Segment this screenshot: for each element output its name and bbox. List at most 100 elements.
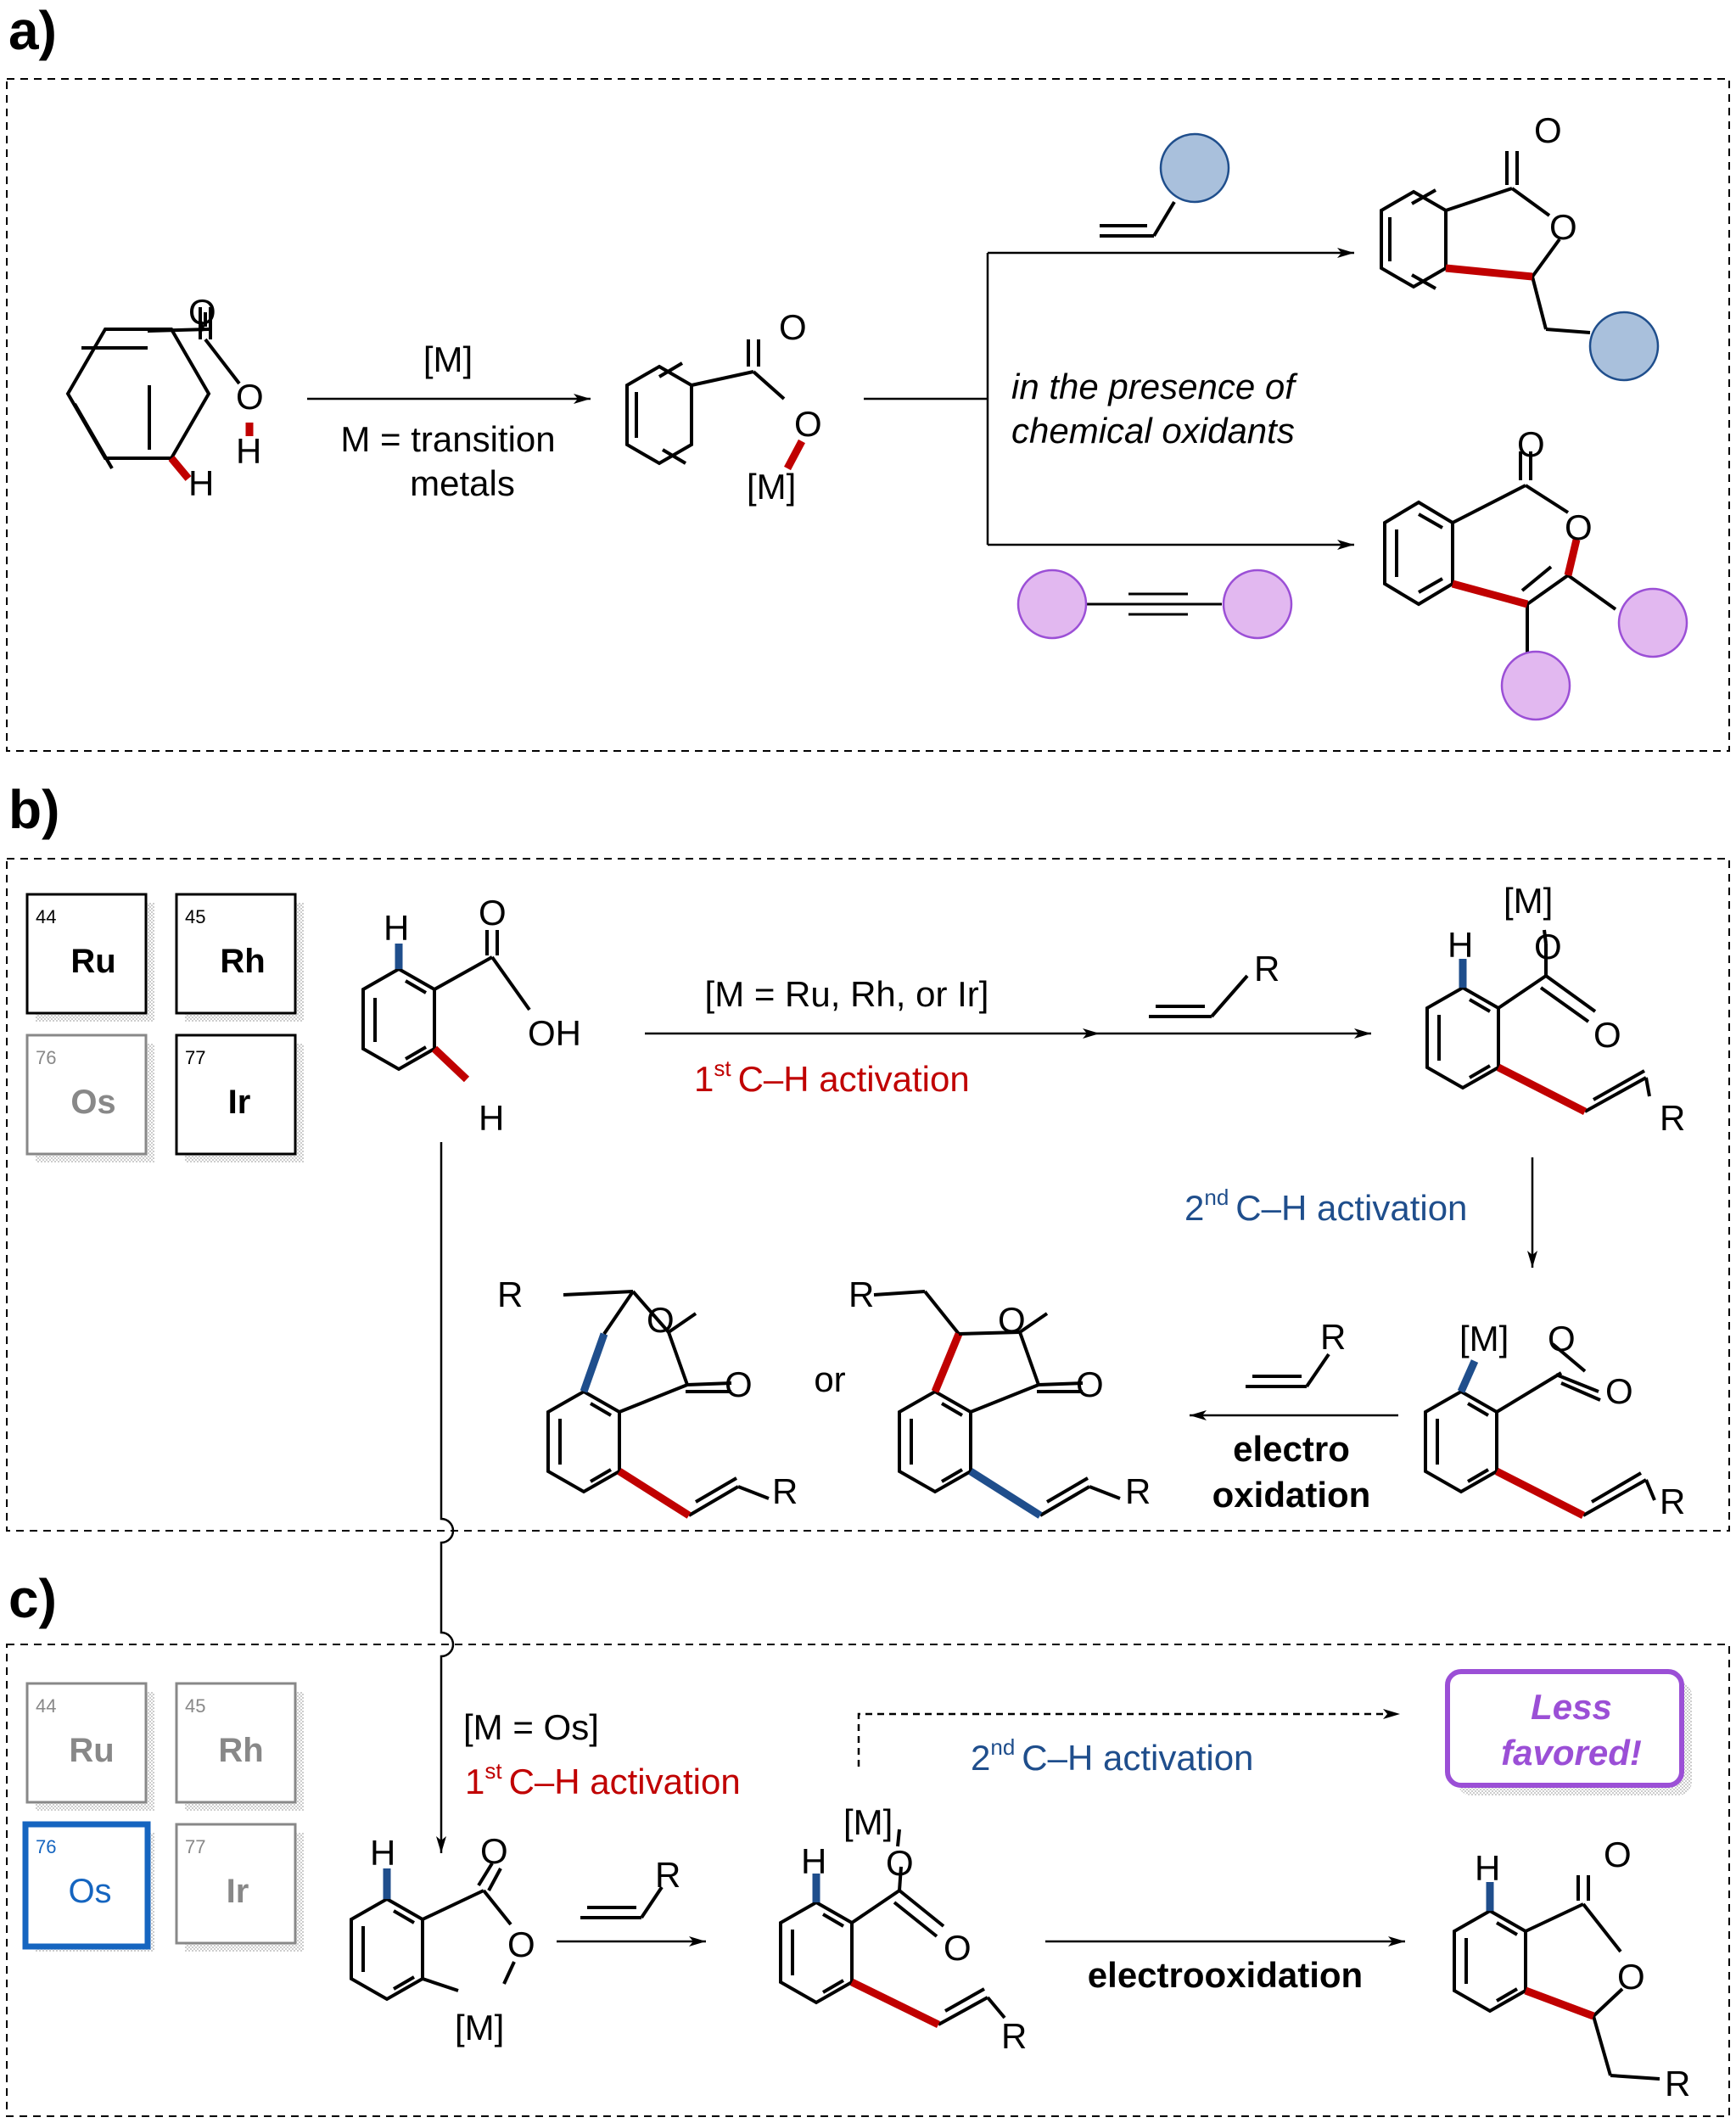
electro-b-line2: oxidation [1212, 1475, 1371, 1515]
intermediate-c2 [779, 1829, 1006, 2026]
alkene-b2-r: R [1320, 1317, 1346, 1357]
or-text: or [814, 1359, 845, 1399]
svg-text:Os: Os [68, 1873, 111, 1910]
isocoumarin-substituent-bottom [1500, 650, 1571, 721]
svg-text:Less: Less [1531, 1687, 1612, 1727]
svg-text:favored!: favored! [1501, 1733, 1642, 1773]
substituent-circle-lilac-left [1016, 569, 1088, 640]
product-b-b [873, 1290, 1121, 1517]
sm-b-oh: OH [528, 1013, 581, 1053]
isocoumarin-o-carbonyl: O [1517, 424, 1545, 464]
prod-b-a-r2: R [772, 1471, 798, 1511]
svg-text:76: 76 [36, 1047, 56, 1068]
less-favored-badge: Less favored! [1445, 1669, 1692, 1795]
prod-b-a-o2: O [725, 1364, 753, 1404]
int-a-o-ring: O [794, 404, 822, 444]
product-b-a [546, 1290, 770, 1517]
int-b1-h: H [1448, 925, 1473, 965]
svg-text:Ir: Ir [228, 1084, 251, 1121]
int-c2-o1: O [886, 1843, 914, 1883]
svg-text:45: 45 [185, 1695, 205, 1717]
condition-line1: M = transition [340, 419, 555, 459]
intermediate-b1 [1425, 929, 1651, 1113]
int-b2-o1: O [1548, 1319, 1576, 1358]
prod-b-b-o1: O [998, 1300, 1026, 1340]
electro-c: electrooxidation [1088, 1955, 1363, 1995]
connector-b-to-c [436, 1142, 455, 1853]
svg-text:Rh: Rh [220, 943, 265, 980]
element-tile-rh-c: 45 Rh [175, 1682, 304, 1811]
prod-b-b-r2: R [1125, 1471, 1151, 1511]
phthalide-o-carbonyl: O [1534, 110, 1562, 150]
phthalide-substituent [1588, 311, 1660, 382]
prod-b-b-o2: O [1076, 1364, 1104, 1404]
int-c1-o2: O [507, 1924, 535, 1964]
int-b1-m: [M] [1504, 881, 1553, 921]
svg-text:76: 76 [36, 1836, 56, 1857]
int-c1-h: H [370, 1833, 395, 1873]
panel-a-frame [6, 78, 1730, 752]
intermediate-c1 [350, 1862, 516, 2002]
sm-b-h-top: H [384, 908, 409, 948]
element-tile-rh-b: 45 Rh [175, 893, 304, 1022]
element-tile-ir-c: 77 Ir [175, 1823, 304, 1952]
svg-text:Rh: Rh [218, 1732, 263, 1769]
svg-text:77: 77 [185, 1047, 205, 1068]
prod-c-h: H [1475, 1848, 1500, 1888]
int-c2-m: [M] [843, 1802, 893, 1842]
int-c1-o1: O [480, 1831, 508, 1871]
svg-text:Os: Os [70, 1084, 115, 1121]
svg-text:Ru: Ru [70, 943, 115, 980]
electro-b-line1: electro [1233, 1429, 1350, 1469]
int-c1-m: [M] [455, 2008, 504, 2047]
int-b2-m: [M] [1459, 1319, 1509, 1358]
int-c2-h: H [801, 1841, 826, 1881]
prod-c-o1: O [1604, 1835, 1632, 1874]
panel-c-label: c) [8, 1568, 57, 1629]
reagent-b: [M = Ru, Rh, or Ir] [705, 974, 989, 1014]
svg-text:45: 45 [185, 906, 205, 927]
prod-c-r: R [1665, 2064, 1690, 2103]
intermediate-b2 [1424, 1342, 1656, 1517]
sm-h-ortho: H [188, 463, 214, 503]
substituent-circle-lilac-right [1222, 569, 1293, 640]
panel-b-frame [6, 858, 1730, 1532]
int-c2-o2: O [944, 1928, 972, 1968]
sm-b-o: O [479, 893, 507, 933]
int-a-o-carbonyl: O [779, 307, 807, 347]
panel-b-label: b) [8, 779, 59, 840]
reagent-c: [M = Os] [463, 1707, 599, 1747]
sm-h-hydroxyl: H [236, 431, 261, 471]
svg-text:44: 44 [36, 1695, 56, 1717]
alkene-c-r: R [655, 1855, 680, 1895]
sm-o-hydroxyl: O [236, 377, 264, 417]
int-a-metal: [M] [747, 467, 796, 507]
int-b2-o2: O [1605, 1371, 1633, 1411]
panel-c-frame [6, 1644, 1730, 2117]
isocoumarin-product [1383, 451, 1617, 660]
svg-text:44: 44 [36, 906, 56, 927]
benzoic-acid-b [361, 930, 531, 1072]
int-b1-o1: O [1534, 927, 1562, 966]
element-tile-ru-b: 44 Ru [25, 893, 154, 1022]
svg-text:77: 77 [185, 1836, 205, 1857]
dashed-arrow-less-favored [857, 1709, 1400, 1767]
prod-b-b-r1: R [848, 1274, 874, 1314]
element-tile-os-b: 76 Os [25, 1033, 154, 1162]
reagent-m: [M] [423, 339, 473, 379]
prod-b-a-o1: O [647, 1300, 675, 1340]
int-b1-r: R [1660, 1098, 1685, 1138]
isocoumarin-o-ring: O [1565, 507, 1593, 547]
prod-b-a-r1: R [497, 1274, 523, 1314]
alkene-b-r: R [1254, 949, 1280, 989]
svg-text:Ir: Ir [227, 1873, 249, 1910]
int-b2-r: R [1660, 1482, 1685, 1521]
oxidant-line2: chemical oxidants [1011, 411, 1295, 451]
oxidant-line1: in the presence of [1011, 367, 1298, 406]
prod-c-o2: O [1617, 1957, 1645, 1997]
sm-o-carbonyl: O [188, 292, 216, 332]
